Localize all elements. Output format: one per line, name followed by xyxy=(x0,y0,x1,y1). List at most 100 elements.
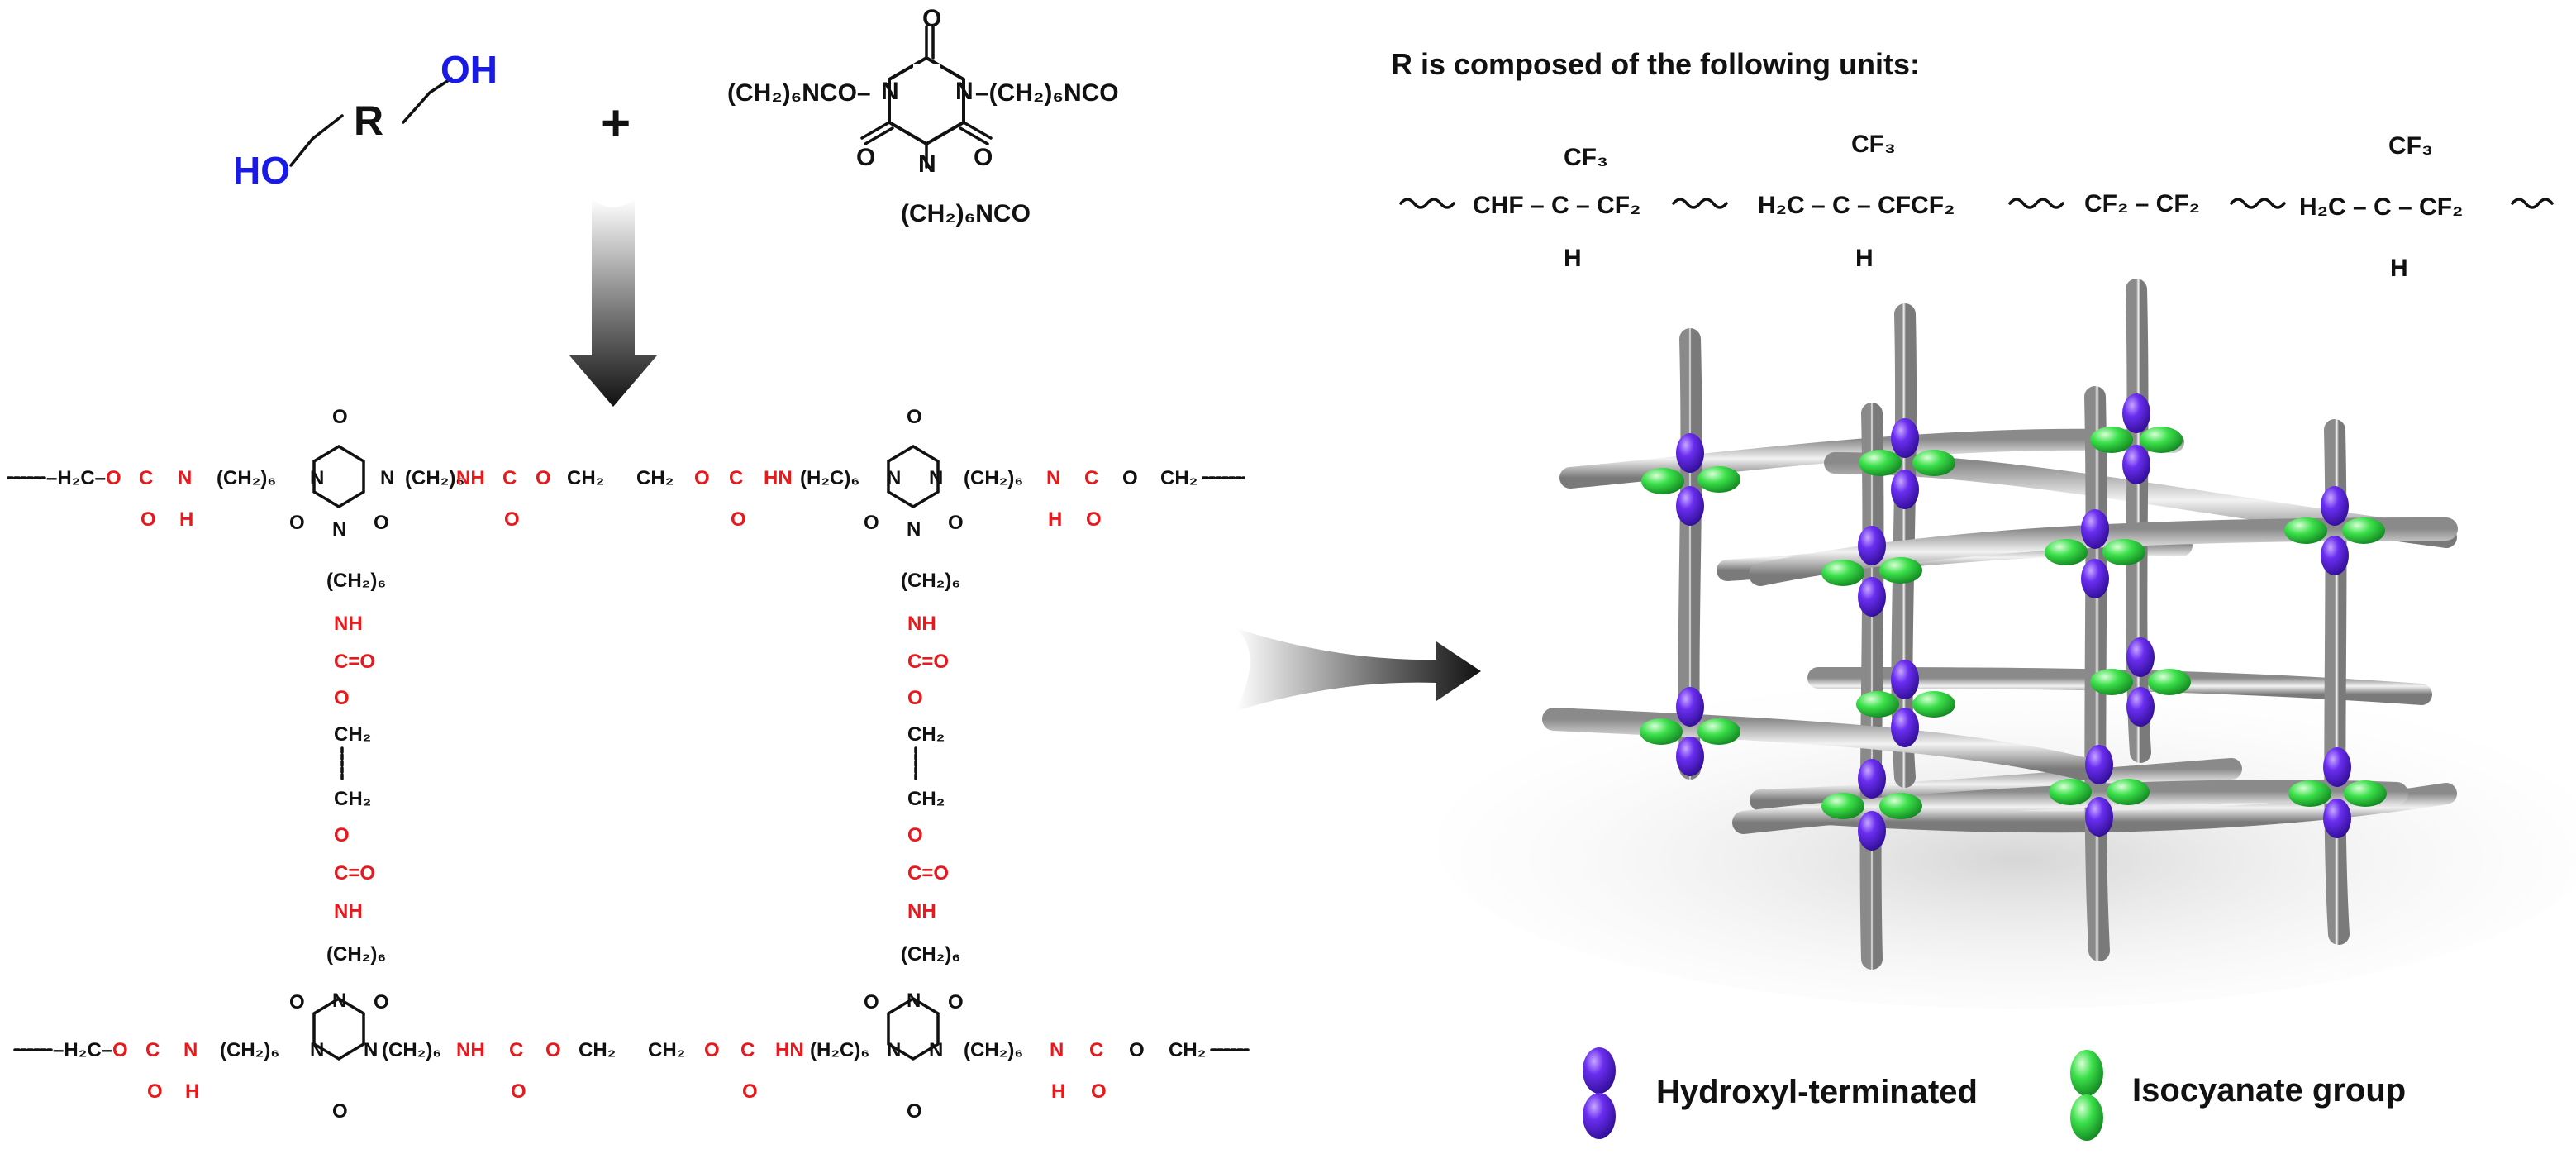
net-o-bot-2: O xyxy=(545,1039,561,1061)
r-wave-5 xyxy=(2511,198,2554,209)
xl-right-co-1: C=O xyxy=(907,651,949,673)
legend-isocyanate-icon xyxy=(2070,1050,2103,1141)
net-ch2-top-1: CH₂ xyxy=(567,467,604,489)
net-hn-bot-1: HN xyxy=(775,1039,804,1061)
net-n-ring4-top: N xyxy=(907,989,921,1012)
xl-right-ch26-2: (CH₂)₆ xyxy=(901,943,960,966)
r-wave-3 xyxy=(2008,198,2064,209)
xl-right-co-2: C=O xyxy=(907,862,949,885)
net-o-top-4: O xyxy=(1122,467,1138,489)
iso-top-o: O xyxy=(922,5,941,32)
r-wave-2 xyxy=(1672,198,1728,209)
iso-o-left: O xyxy=(856,144,875,171)
xl-right-o-1: O xyxy=(907,687,923,709)
r-unit-1-top: CF₃ xyxy=(1564,144,1608,171)
net-ch26-bot-1: (CH₂)₆ xyxy=(220,1039,279,1061)
net-c-bot-4: C xyxy=(1089,1039,1103,1061)
xl-left-ch26-2: (CH₂)₆ xyxy=(326,943,386,966)
xl-left-co-2: C=O xyxy=(334,862,375,885)
net-c-bot-2: C xyxy=(509,1039,523,1061)
net-o-dbl-bot-4: O xyxy=(1091,1080,1107,1103)
net-o-ring2-r: O xyxy=(948,512,964,534)
diol-oh-top: OH xyxy=(440,48,498,91)
reaction-arrow-down xyxy=(569,198,657,407)
net-n-bot-1: N xyxy=(183,1039,198,1061)
net-c-top-1: C xyxy=(139,467,153,489)
r-unit-4-top: CF₃ xyxy=(2388,132,2433,160)
net-n-bot-2: N xyxy=(1050,1039,1064,1061)
xl-right-nh-1: NH xyxy=(907,613,936,635)
xl-right-nh-2: NH xyxy=(907,900,936,923)
net-ch26-bot-2: (CH₂)₆ xyxy=(382,1039,441,1061)
polymer-network-3d xyxy=(1438,279,2576,1009)
xl-left-ch2-2: CH₂ xyxy=(334,788,371,810)
diol-bond-left xyxy=(289,114,344,167)
net-ring-bottom-right xyxy=(887,996,940,1061)
net-n-ring2-right: N xyxy=(929,467,943,489)
r-wave-4 xyxy=(2230,198,2286,209)
xl-left-nh-2: NH xyxy=(334,900,363,923)
r-units-panel: R is composed of the following units: CH… xyxy=(1391,47,2554,282)
net-h2c6-top-1: (H₂C)₆ xyxy=(800,467,859,489)
r-unit-1-bottom: H xyxy=(1564,245,1582,272)
net-o-dbl-bot-3: O xyxy=(742,1080,758,1103)
iso-o-right: O xyxy=(974,144,993,171)
iso-n-right: N xyxy=(955,78,974,105)
network-formula: –H₂C– O C O N H (CH₂)₆ N N (CH₂)₆ NH C O… xyxy=(7,406,1250,1123)
diol-structure: HO R OH xyxy=(233,48,498,192)
iso-n-left: N xyxy=(881,78,899,105)
xl-left-ch26-1: (CH₂)₆ xyxy=(326,570,386,592)
net-h2c-start-top: –H₂C– xyxy=(46,467,106,489)
net-hn-top-1: HN xyxy=(764,467,793,489)
net-n-ring2-left: N xyxy=(887,467,901,489)
net-h-bot-1: H xyxy=(185,1080,199,1103)
net-n-ring3-top: N xyxy=(332,989,346,1012)
net-n-ring1-bottom: N xyxy=(332,518,346,541)
legend-hydroxyl-icon xyxy=(1583,1047,1616,1139)
net-ch2-bot-end: CH₂ xyxy=(1169,1039,1206,1061)
net-o-top-1: O xyxy=(106,467,121,489)
network-arrow-right xyxy=(1236,628,1481,711)
junction-beads xyxy=(1640,393,2387,851)
iso-n-bottom: N xyxy=(918,150,936,178)
net-o-ring1-top: O xyxy=(332,406,348,428)
net-ch2-top-2: CH₂ xyxy=(636,467,674,489)
net-o-ring3-r: O xyxy=(374,991,389,1013)
net-ch2-top-end: CH₂ xyxy=(1160,467,1198,489)
net-o-top-2: O xyxy=(536,467,551,489)
net-o-bot-3: O xyxy=(704,1039,720,1061)
net-ch26-bot-3: (CH₂)₆ xyxy=(964,1039,1023,1061)
diol-r-label: R xyxy=(354,98,383,144)
net-o-dbl-bot-2: O xyxy=(511,1080,526,1103)
net-o-ring3-l: O xyxy=(289,991,305,1013)
net-n-ring1-left: N xyxy=(310,467,324,489)
r-unit-4-main: H₂C – C – CF₂ xyxy=(2299,193,2463,221)
crosslink-right: (CH₂)₆ NH C=O O CH₂ CH₂ O C=O NH (CH₂)₆ xyxy=(901,570,960,966)
net-nh-top-1: NH xyxy=(456,467,485,489)
legend-hydroxyl-label: Hydroxyl-terminated xyxy=(1656,1074,1978,1110)
xl-left-o-2: O xyxy=(334,824,350,846)
r-unit-2-bottom: H xyxy=(1855,245,1874,272)
net-ch26-top-1: (CH₂)₆ xyxy=(217,467,276,489)
net-h2c6-bot-1: (H₂C)₆ xyxy=(810,1039,869,1061)
net-o-ring1-l: O xyxy=(289,512,305,534)
net-ring-bottom-left xyxy=(312,996,365,1061)
r-units-heading: R is composed of the following units: xyxy=(1391,47,1920,81)
net-o-bot-1: O xyxy=(112,1039,128,1061)
xl-right-ch2-2: CH₂ xyxy=(907,788,945,810)
net-o-ring4-l: O xyxy=(864,991,879,1013)
net-o-dbl-top-2: O xyxy=(504,508,520,531)
xl-left-ch2-1: CH₂ xyxy=(334,723,371,746)
xl-left-nh-1: NH xyxy=(334,613,363,635)
r-unit-2-main: H₂C – C – CFCF₂ xyxy=(1758,192,1955,219)
net-o-ring2-l: O xyxy=(864,512,879,534)
network-floor-shadow xyxy=(1438,678,2576,1009)
net-ch2-bot-1: CH₂ xyxy=(579,1039,616,1061)
plus-sign: + xyxy=(601,95,631,152)
iso-right-arm: –(CH₂)₆NCO xyxy=(975,79,1119,107)
net-o-ring4-r: O xyxy=(948,991,964,1013)
net-h2c-start-bottom: –H₂C– xyxy=(53,1039,112,1061)
net-ch2-bot-2: CH₂ xyxy=(648,1039,685,1061)
net-o-dbl-bot-1: O xyxy=(147,1080,163,1103)
xl-left-o-1: O xyxy=(334,687,350,709)
